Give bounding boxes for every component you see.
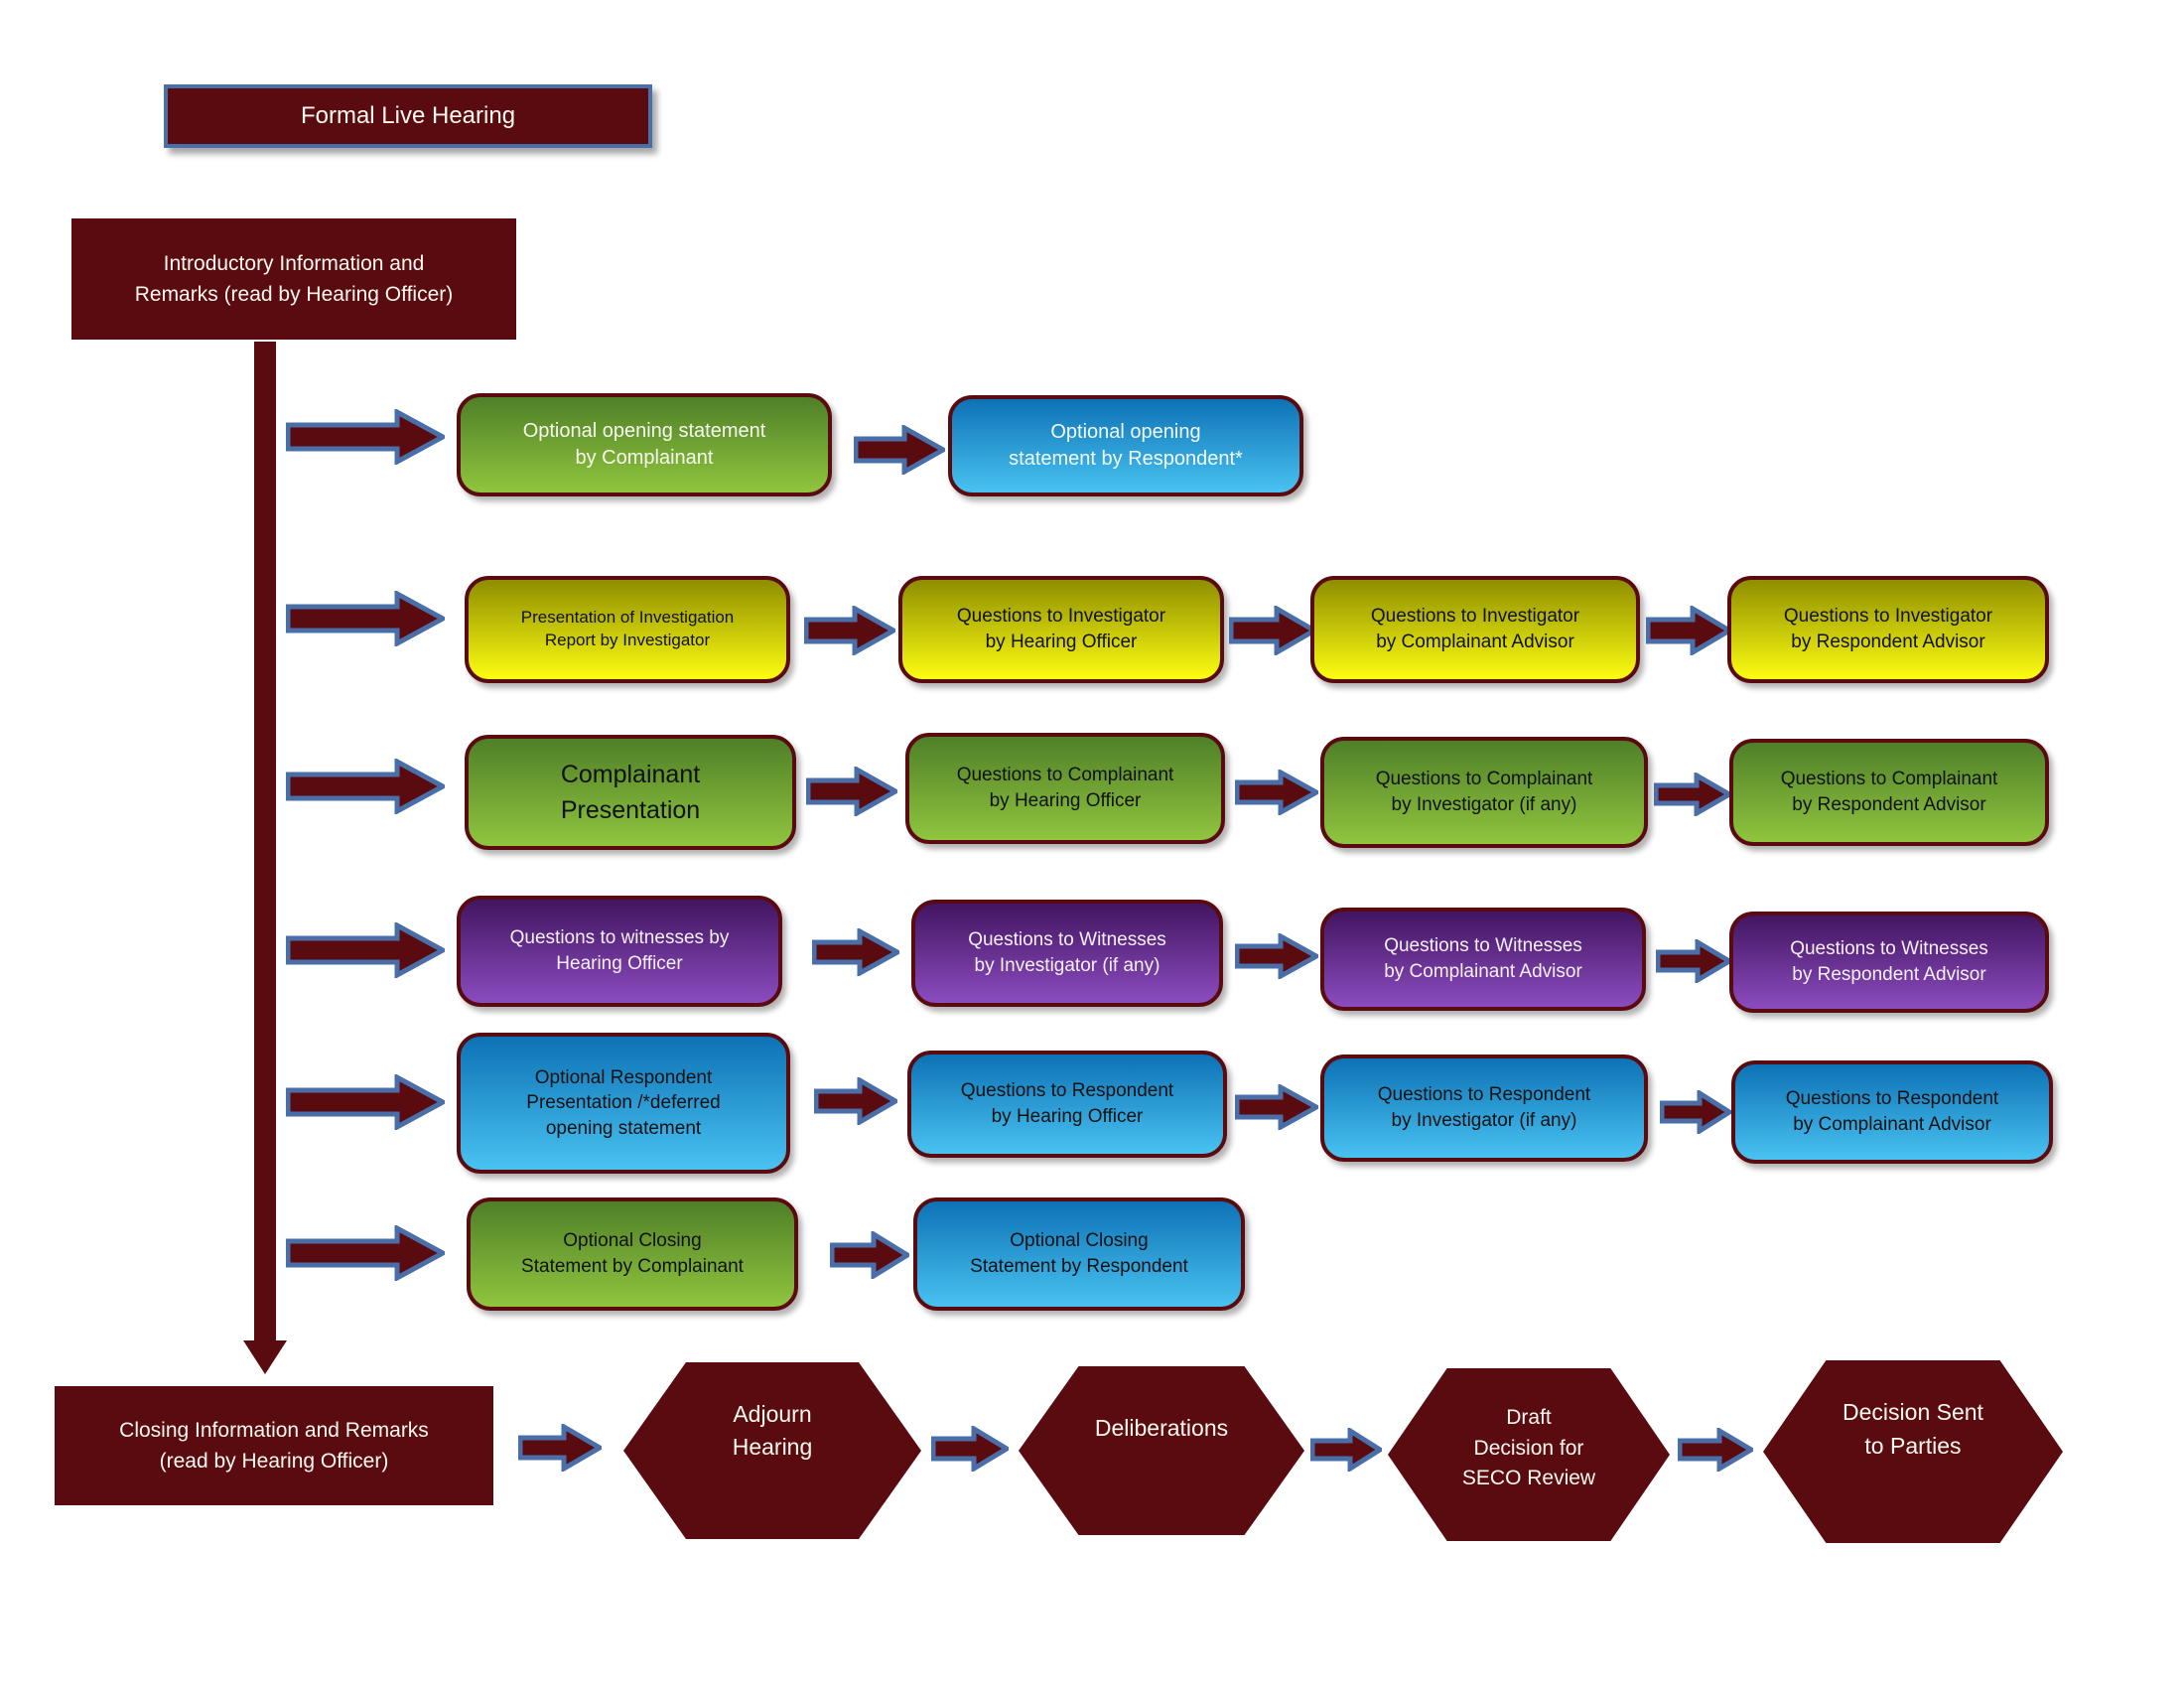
arrow-right-icon — [286, 922, 445, 978]
arrow-right-icon — [931, 1426, 1009, 1472]
node-decision-sent-parties: Decision Sent to Parties — [1763, 1360, 2063, 1543]
node-questions-complainant-investigator: Questions to Complainant by Investigator… — [1320, 737, 1648, 848]
arrow-right-icon — [286, 759, 445, 814]
arrow-right-icon — [1229, 606, 1316, 655]
title-banner: Formal Live Hearing — [164, 84, 652, 148]
node-questions-investigator-hearing-officer: Questions to Investigator by Hearing Off… — [898, 576, 1224, 683]
node-questions-respondent-complainant-advisor: Questions to Respondent by Complainant A… — [1731, 1060, 2053, 1164]
node-respondent-presentation: Optional Respondent Presentation /*defer… — [457, 1033, 790, 1174]
arrow-right-icon — [804, 606, 895, 655]
node-opening-statement-respondent: Optional opening statement by Respondent… — [948, 395, 1303, 496]
arrow-right-icon — [286, 1074, 445, 1130]
arrow-right-icon — [806, 767, 897, 816]
node-questions-respondent-investigator: Questions to Respondent by Investigator … — [1320, 1055, 1648, 1162]
arrow-right-icon — [1310, 1428, 1382, 1472]
node-closing-statement-complainant: Optional Closing Statement by Complainan… — [467, 1197, 798, 1311]
node-questions-witnesses-hearing-officer: Questions to witnesses by Hearing Office… — [457, 896, 782, 1007]
intro-remarks-node: Introductory Information and Remarks (re… — [71, 218, 516, 340]
node-closing-statement-respondent: Optional Closing Statement by Respondent — [913, 1197, 1245, 1311]
node-questions-witnesses-respondent-advisor: Questions to Witnesses by Respondent Adv… — [1729, 912, 2049, 1013]
arrow-right-icon — [518, 1424, 602, 1472]
arrow-right-icon — [854, 425, 945, 475]
main-flow-down-arrow-icon — [243, 342, 287, 1374]
node-adjourn-hearing: Adjourn Hearing — [623, 1362, 921, 1539]
arrow-right-icon — [286, 1225, 445, 1281]
arrow-right-icon — [812, 928, 899, 976]
node-complainant-presentation: Complainant Presentation — [465, 735, 796, 850]
arrow-right-icon — [1235, 933, 1318, 979]
arrow-right-icon — [814, 1077, 897, 1125]
node-questions-complainant-respondent-advisor: Questions to Complainant by Respondent A… — [1729, 739, 2049, 846]
node-investigation-report-presentation: Presentation of Investigation Report by … — [465, 576, 790, 683]
arrow-right-icon — [286, 591, 445, 646]
arrow-right-icon — [1235, 1084, 1318, 1130]
arrow-right-icon — [1678, 1428, 1753, 1472]
node-draft-decision-seco: Draft Decision for SECO Review — [1388, 1368, 1670, 1541]
node-opening-statement-complainant: Optional opening statement by Complainan… — [457, 393, 832, 496]
node-questions-investigator-respondent-advisor: Questions to Investigator by Respondent … — [1727, 576, 2049, 683]
node-questions-witnesses-investigator: Questions to Witnesses by Investigator (… — [911, 900, 1223, 1007]
arrow-right-icon — [1656, 939, 1731, 983]
node-questions-witnesses-complainant-advisor: Questions to Witnesses by Complainant Ad… — [1320, 908, 1646, 1011]
node-questions-investigator-complainant-advisor: Questions to Investigator by Complainant… — [1310, 576, 1640, 683]
node-deliberations: Deliberations — [1019, 1366, 1304, 1535]
arrow-right-icon — [1235, 770, 1318, 815]
closing-remarks-node: Closing Information and Remarks (read by… — [55, 1386, 493, 1505]
arrow-right-icon — [830, 1231, 909, 1279]
node-questions-complainant-hearing-officer: Questions to Complainant by Hearing Offi… — [905, 733, 1225, 844]
arrow-right-icon — [1646, 606, 1731, 655]
arrow-right-icon — [1654, 773, 1731, 816]
node-questions-respondent-hearing-officer: Questions to Respondent by Hearing Offic… — [907, 1051, 1227, 1158]
arrow-right-icon — [1660, 1090, 1731, 1134]
arrow-right-icon — [286, 409, 445, 465]
